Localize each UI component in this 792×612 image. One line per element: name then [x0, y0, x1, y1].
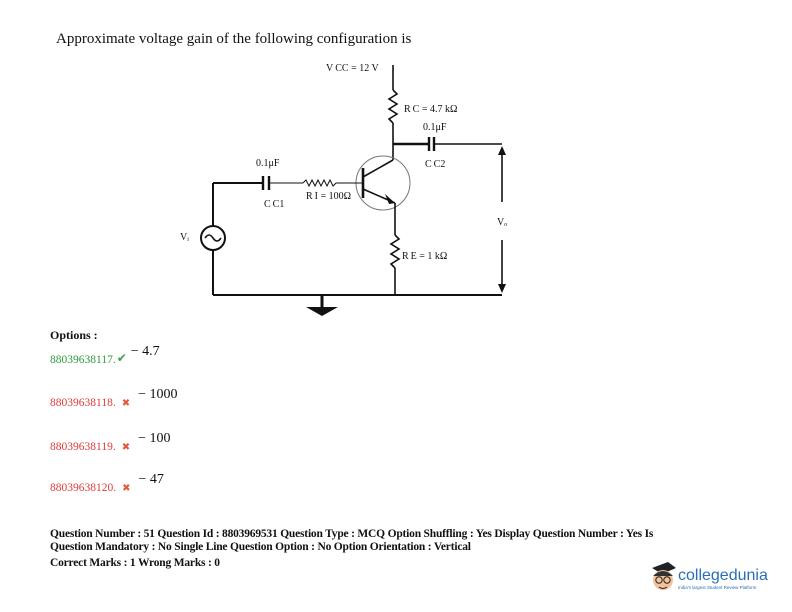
- vi-label: Vᵢ: [180, 232, 189, 243]
- option-id: 88039638120.: [50, 482, 117, 494]
- cc2-label: C C2: [425, 159, 445, 170]
- option-value: − 4.7: [130, 344, 160, 359]
- cc1-value-label: 0.1μF: [256, 158, 280, 169]
- cross-icon: ✖: [121, 442, 131, 453]
- option-id: 88039638118.: [50, 397, 116, 409]
- re-label: R E = 1 kΩ: [402, 251, 447, 262]
- marks-info: Correct Marks : 1 Wrong Marks : 0: [50, 557, 220, 569]
- option-value: − 100: [138, 431, 171, 446]
- question-meta-line1: Question Number : 51 Question Id : 88039…: [50, 528, 654, 540]
- vcc-label: V CC = 12 V: [326, 63, 380, 74]
- mascot-icon: [652, 562, 676, 590]
- option-4: 88039638120. ✖ − 47: [50, 472, 164, 494]
- rc-resistor: [387, 89, 399, 124]
- collegedunia-logo: collegedunia India's largest Student Rev…: [648, 560, 768, 596]
- cross-icon: ✖: [122, 483, 131, 494]
- ri-label: R I = 100Ω: [306, 191, 351, 202]
- option-1: 88039638117. ✔ − 4.7: [50, 344, 160, 366]
- question-meta-line2: Question Mandatory : No Single Line Ques…: [50, 541, 471, 553]
- logo-name: collegedunia: [678, 566, 768, 584]
- options-heading: Options :: [50, 328, 98, 342]
- logo-tagline: India's largest Student Review Platform: [678, 584, 757, 590]
- cc2-value-label: 0.1μF: [423, 122, 447, 133]
- option-value: − 1000: [138, 387, 178, 402]
- check-icon: ✔: [116, 351, 127, 365]
- cross-icon: ✖: [121, 398, 131, 409]
- ground-icon: [306, 307, 338, 316]
- question-text: Approximate voltage gain of the followin…: [56, 31, 412, 47]
- emitter-arrow-icon: [385, 194, 395, 204]
- re-resistor: [389, 234, 401, 269]
- option-value: − 47: [138, 472, 164, 487]
- rc-label: R C = 4.7 kΩ: [404, 104, 457, 115]
- option-3: 88039638119. ✖ − 100: [50, 431, 171, 453]
- option-id: 88039638117.: [50, 354, 116, 366]
- option-id: 88039638119.: [50, 441, 116, 453]
- cc1-label: C C1: [264, 199, 284, 210]
- option-2: 88039638118. ✖ − 1000: [50, 387, 178, 409]
- ri-resistor: [302, 178, 337, 188]
- vo-label: Vₒ: [497, 217, 507, 228]
